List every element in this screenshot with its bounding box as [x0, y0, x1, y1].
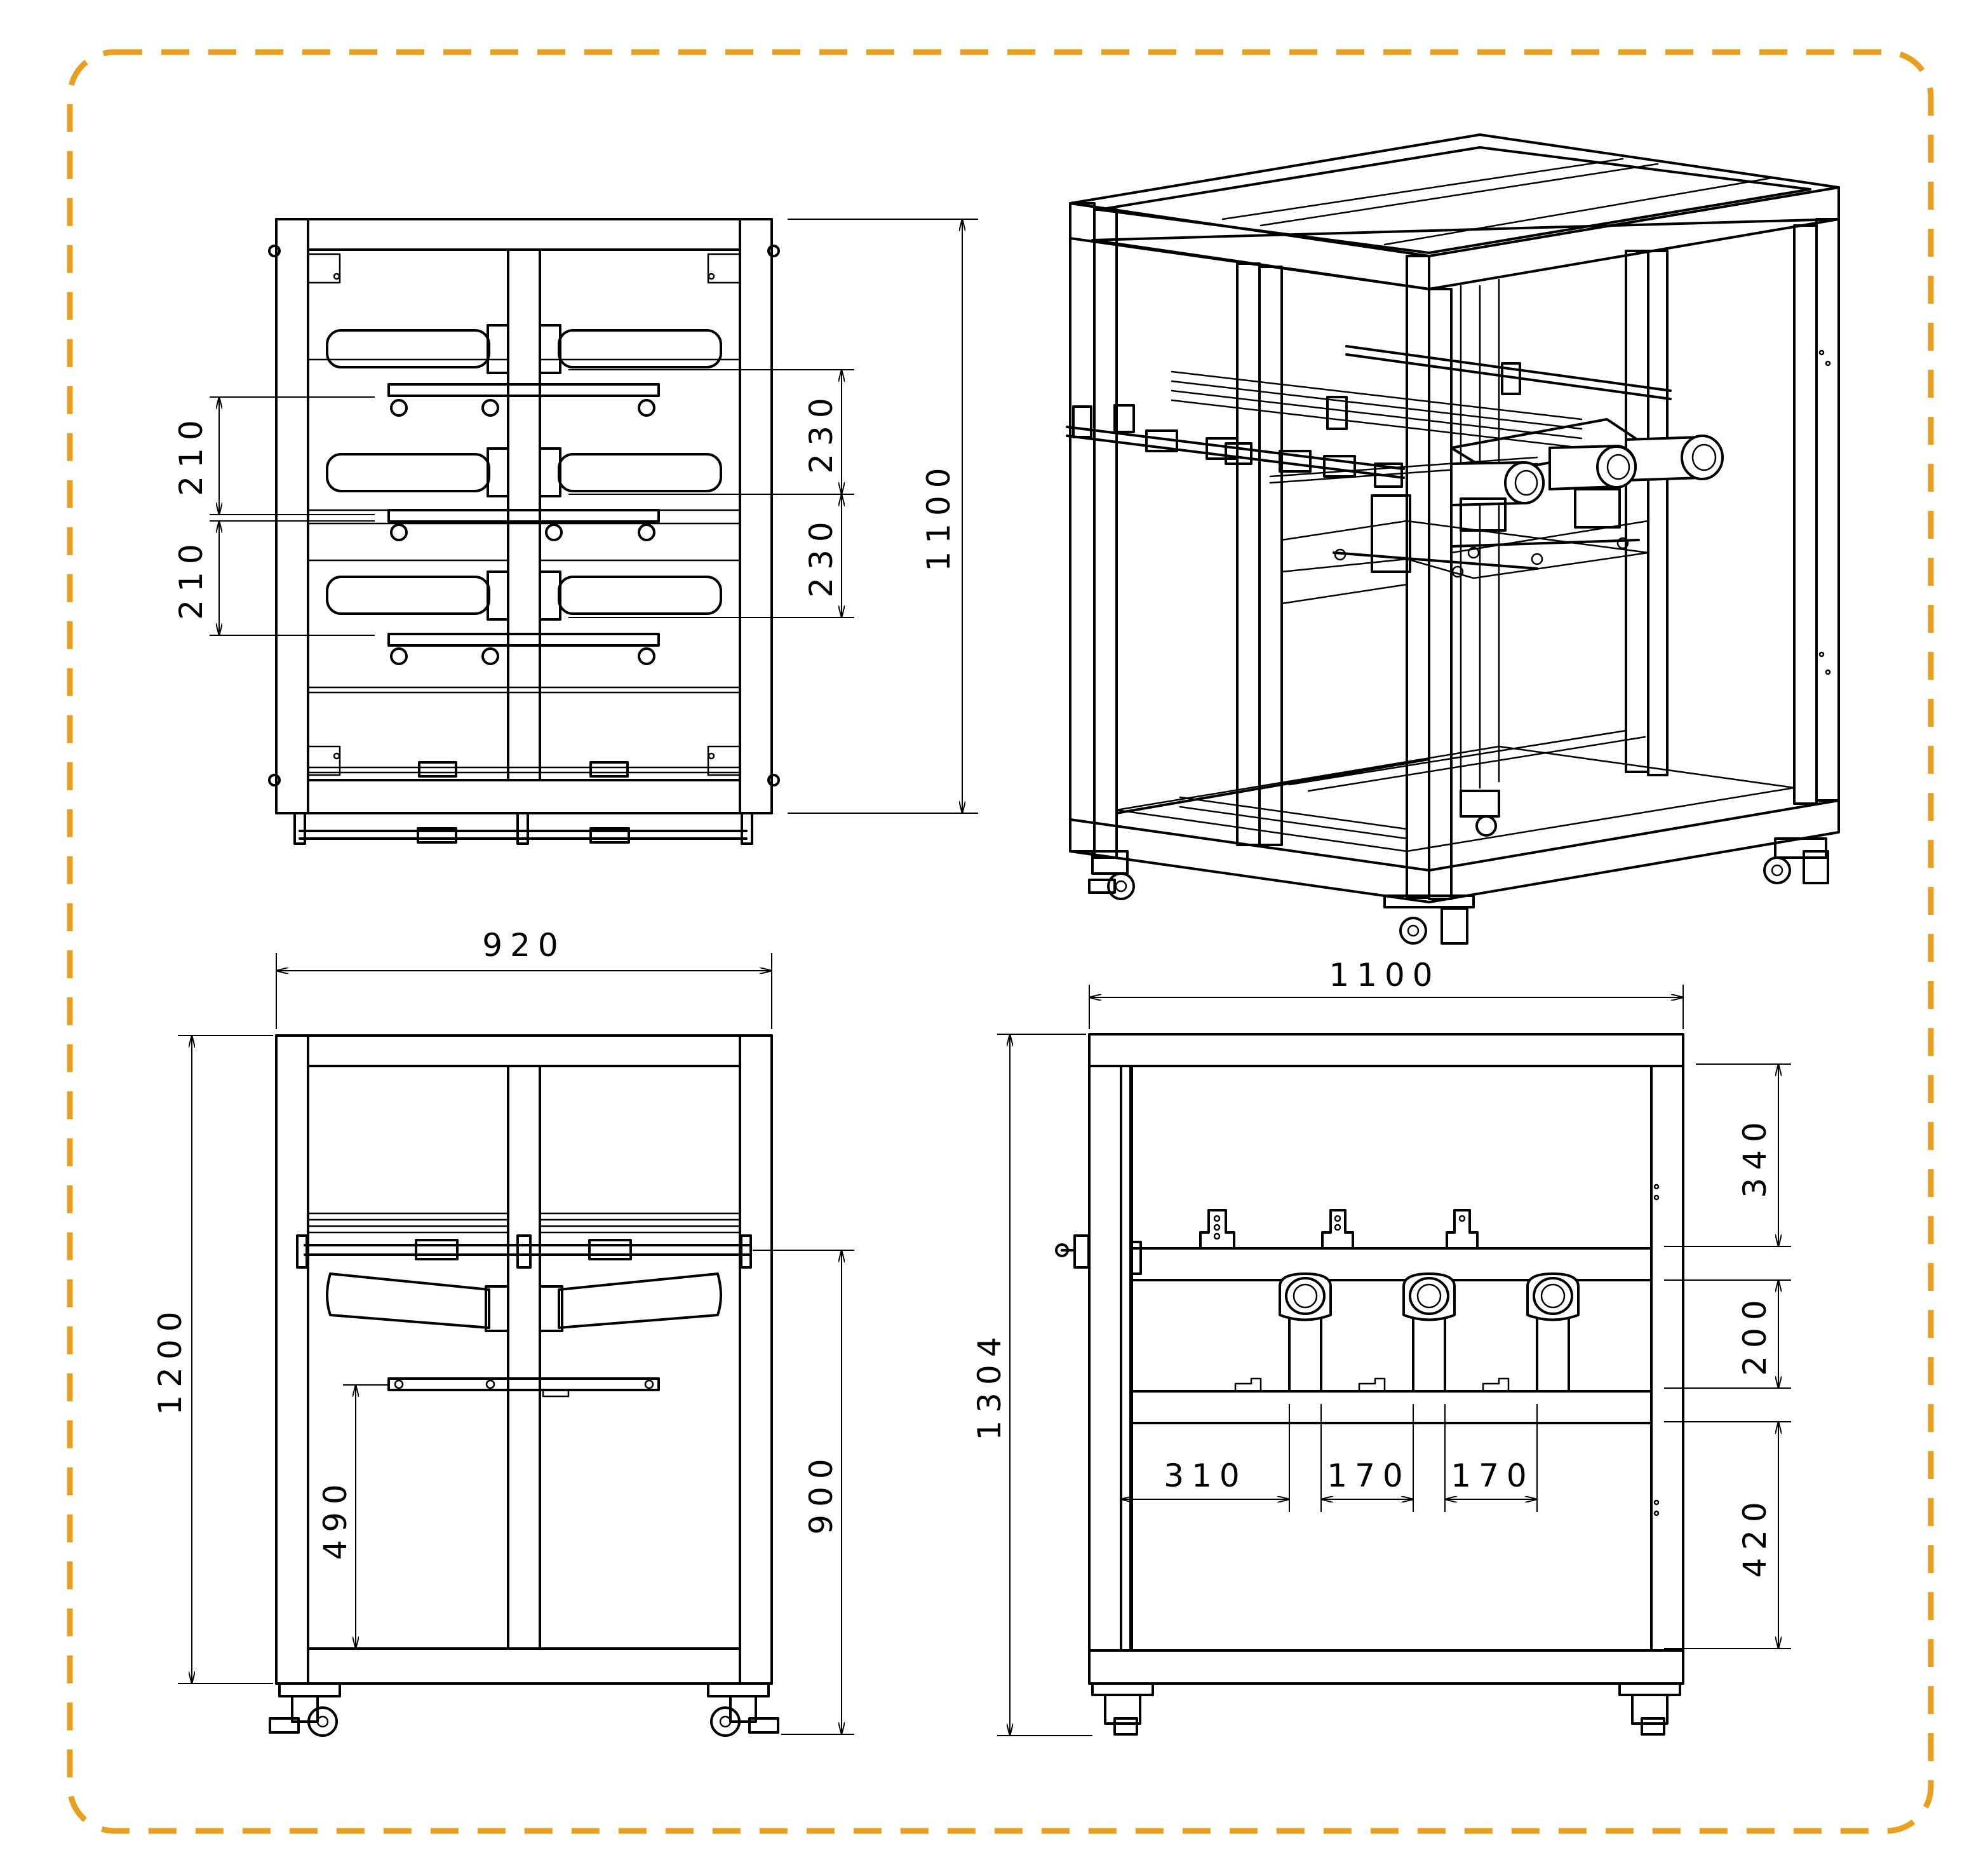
side-view [1055, 1033, 1684, 1736]
dim-top-pitch-left-2: 210 [173, 536, 210, 619]
isometric-view [1066, 133, 1840, 945]
dim-top-pitch-right-2: 230 [803, 514, 840, 597]
front-view-dimensions: 920 1200 490 900 [152, 927, 854, 1735]
dim-side-width: 1100 [1329, 957, 1440, 994]
dim-top-depth: 1100 [920, 460, 957, 571]
dim-side-offset: 310 [1164, 1457, 1247, 1494]
dim-side-low-gap: 420 [1736, 1494, 1773, 1577]
top-view [268, 218, 780, 845]
dim-side-height: 1304 [971, 1329, 1008, 1440]
dim-front-frame-height: 900 [803, 1451, 840, 1534]
dim-side-pitch-2: 170 [1451, 1457, 1534, 1494]
dim-top-pitch-right-1: 230 [803, 390, 840, 473]
dim-side-mid-gap: 200 [1736, 1292, 1773, 1375]
side-view-dimensions: 1100 1304 310 170 170 340 200 420 [971, 957, 1791, 1736]
dim-front-bar-height: 490 [317, 1476, 354, 1560]
dim-side-pitch-1: 170 [1327, 1457, 1410, 1494]
dim-front-width: 920 [482, 927, 565, 964]
dim-front-height: 1200 [152, 1304, 189, 1415]
front-view [269, 1034, 779, 1737]
dashed-border-frame [67, 49, 1934, 1834]
dim-top-pitch-left-1: 210 [173, 412, 210, 496]
top-view-dimensions: 210 210 230 230 1100 [173, 219, 978, 814]
dim-side-top-gap: 340 [1736, 1114, 1773, 1198]
